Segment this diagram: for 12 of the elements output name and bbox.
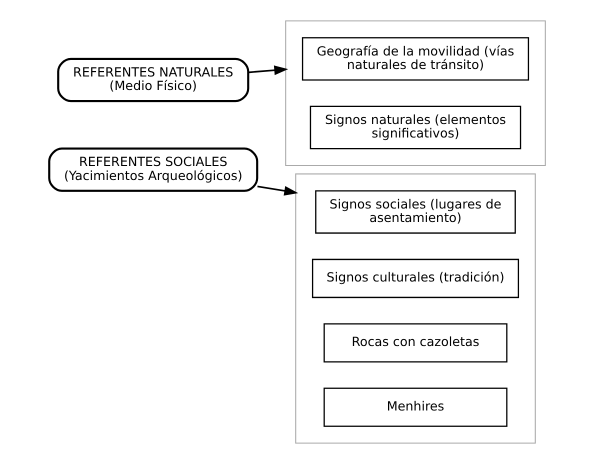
- node-box: Menhires: [323, 388, 507, 427]
- node-box: REFERENTES NATURALES (Medio Físico): [56, 58, 249, 102]
- node-box: Signos naturales (elementos significativos): [309, 106, 521, 150]
- arrow: [256, 186, 298, 196]
- node-box: Signos culturales (tradición): [311, 258, 519, 298]
- node-box: Geografía de la movilidad (vías naturales de tránsito): [301, 37, 529, 81]
- node-box: REFERENTES SOCIALES (Yacimientos Arqueológicos): [48, 148, 258, 192]
- cluster: [284, 20, 546, 166]
- arrow: [248, 65, 288, 76]
- node-box: Signos sociales (lugares de asentamiento): [314, 190, 516, 234]
- node-box: Rocas con cazoletas: [323, 323, 507, 362]
- cluster: [294, 173, 536, 444]
